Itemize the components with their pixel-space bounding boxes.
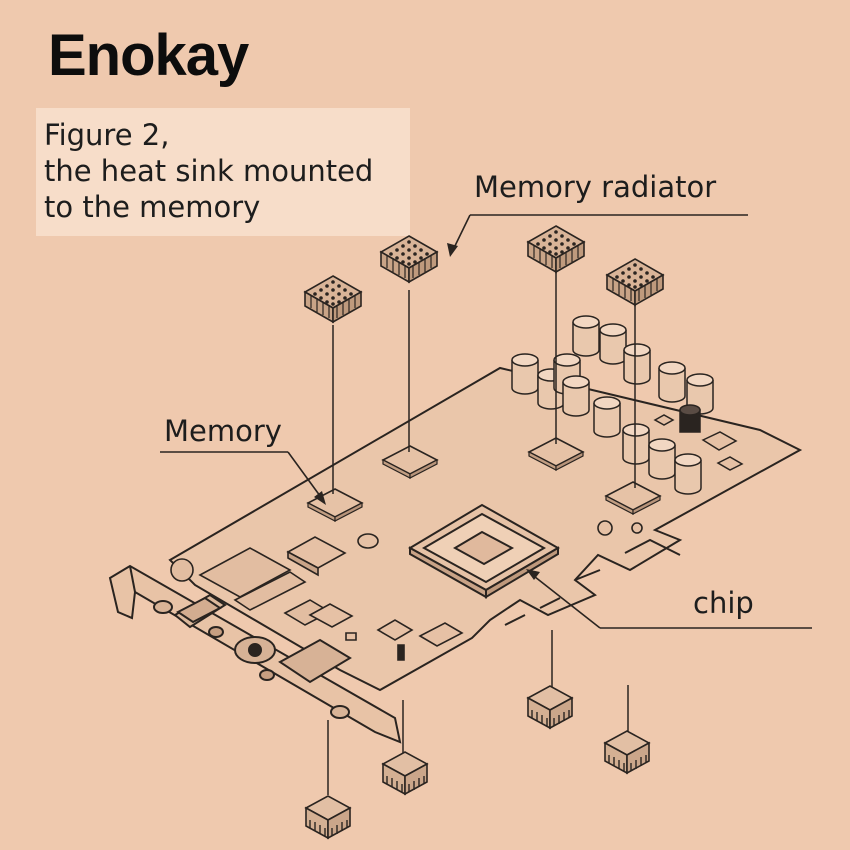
caption-line-2: the heat sink mounted bbox=[44, 154, 374, 188]
heat-sink-icon bbox=[606, 258, 664, 306]
figure-caption: Figure 2, the heat sink mounted to the m… bbox=[36, 108, 410, 236]
heat-sink-icon bbox=[382, 751, 428, 795]
heat-sink-icon bbox=[304, 275, 362, 323]
heat-sink-icon bbox=[305, 795, 351, 839]
memory-label: Memory bbox=[164, 414, 282, 448]
gpu-chip-icon bbox=[410, 505, 558, 597]
caption-line-1: Figure 2, bbox=[44, 118, 170, 152]
pci-bracket-icon bbox=[110, 566, 400, 742]
heat-sink-icon bbox=[527, 225, 585, 273]
chip-label: chip bbox=[693, 586, 754, 620]
caption-line-3: to the memory bbox=[44, 190, 261, 224]
memory-radiator-label: Memory radiator bbox=[474, 170, 717, 204]
heat-sink-icon bbox=[604, 730, 650, 774]
heat-sink-icon bbox=[380, 235, 438, 283]
heat-sink-icon bbox=[527, 685, 573, 729]
pcb-edge-connector bbox=[505, 540, 680, 625]
pcb-components bbox=[288, 521, 642, 660]
brand-logo: Enokay bbox=[48, 23, 249, 88]
